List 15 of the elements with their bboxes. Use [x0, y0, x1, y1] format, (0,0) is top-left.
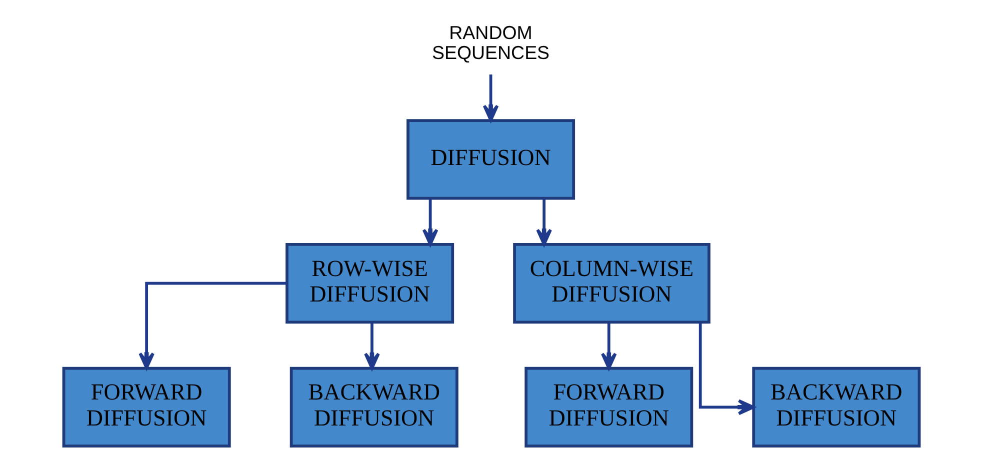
node-box: DIFFUSION — [406, 119, 575, 200]
arrow — [600, 322, 616, 370]
node-box: BACKWARD DIFFUSION — [289, 366, 458, 448]
arrow — [422, 198, 438, 246]
arrow — [698, 322, 754, 416]
arrow — [138, 282, 286, 370]
arrow — [482, 74, 498, 122]
node-text: RANDOM SEQUENCES — [432, 22, 550, 64]
node-box: COLUMN-WISE DIFFUSION — [512, 242, 710, 324]
node-box: FORWARD DIFFUSION — [524, 366, 693, 448]
node-box: ROW-WISE DIFFUSION — [285, 242, 454, 324]
node-box: FORWARD DIFFUSION — [62, 366, 230, 448]
node-box: BACKWARD DIFFUSION — [752, 366, 920, 448]
arrow — [364, 322, 380, 370]
arrow — [536, 198, 552, 246]
